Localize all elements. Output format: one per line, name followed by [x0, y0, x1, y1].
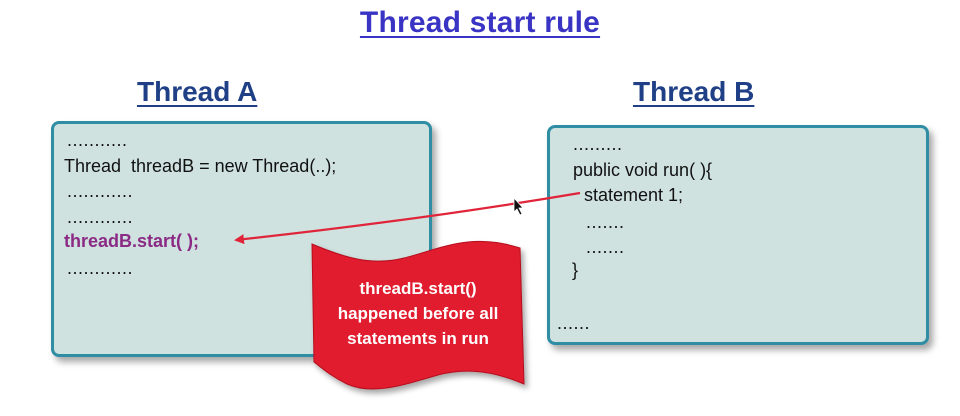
thread-b-line-5: .......: [586, 237, 625, 257]
callout-line-2: happened before all: [337, 304, 499, 323]
thread-a-line-3: ............: [67, 181, 134, 201]
thread-a-line-4: ............: [67, 207, 134, 227]
thread-b-heading: Thread B: [633, 76, 755, 107]
thread-a-heading: Thread A: [137, 76, 258, 107]
callout-text: threadB.start() happened before all stat…: [312, 276, 524, 351]
callout-banner: [311, 240, 525, 390]
thread-a-start-call: threadB.start( );: [64, 231, 200, 251]
mouse-cursor-icon: [513, 196, 524, 216]
thread-b-line-4: .......: [586, 212, 625, 232]
callout-line-1: threadB.start(): [359, 279, 477, 298]
thread-b-line-6: }: [572, 260, 579, 280]
diagram-title: Thread start rule: [359, 6, 601, 39]
callout-line-3: statements in run: [347, 329, 489, 348]
happens-before-arrow: [234, 191, 581, 245]
thread-b-statement-1: statement 1;: [584, 185, 684, 205]
thread-b-panel: [547, 125, 929, 345]
thread-b-line-7: ......: [557, 313, 591, 333]
thread-b-line-1: .........: [573, 134, 623, 154]
thread-a-line-2: Thread threadB = new Thread(..);: [64, 156, 337, 176]
thread-a-line-6: ............: [67, 258, 134, 278]
thread-a-line-1: ...........: [67, 130, 128, 150]
thread-b-line-2: public void run( ){: [573, 160, 713, 180]
